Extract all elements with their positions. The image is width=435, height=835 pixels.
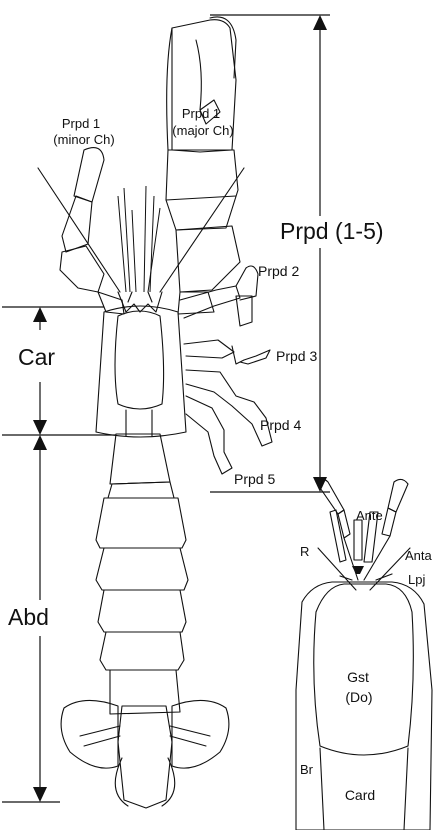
labels: Prpd 1 (minor Ch) Prpd 1 (major Ch) Prpd…: [8, 106, 433, 803]
minor-cheliped: [60, 148, 124, 314]
label-prpd1-minor-line1: Prpd 1: [62, 116, 100, 131]
label-prpd1-major-line2: (major Ch): [172, 123, 233, 138]
carapace: [96, 306, 186, 437]
tail-fan: [61, 700, 229, 806]
walking-legs: [180, 266, 272, 474]
label-prpd2: Prpd 2: [258, 263, 299, 279]
label-abd: Abd: [8, 604, 49, 630]
label-ante: Ante: [356, 508, 383, 523]
label-card: Card: [345, 787, 375, 803]
label-car: Car: [18, 344, 55, 370]
label-do: (Do): [345, 689, 372, 705]
car-dimension-bracket: [2, 307, 116, 435]
label-prpd1-major-line1: Prpd 1: [182, 106, 220, 121]
label-anta: Anta: [405, 548, 433, 563]
label-prpd5: Prpd 5: [234, 471, 275, 487]
label-br: Br: [300, 762, 314, 777]
label-prpd1-minor-line2: (minor Ch): [53, 132, 114, 147]
label-prpd3: Prpd 3: [276, 348, 317, 364]
label-gst: Gst: [347, 669, 369, 685]
label-prpd4: Prpd 4: [260, 417, 301, 433]
abdomen: [96, 434, 188, 808]
label-prpd-range: Prpd (1-5): [280, 218, 384, 244]
label-r: R: [300, 544, 309, 559]
label-lpj: Lpj: [408, 572, 425, 587]
inset-head-detail: [296, 479, 432, 830]
major-cheliped: [166, 17, 240, 314]
